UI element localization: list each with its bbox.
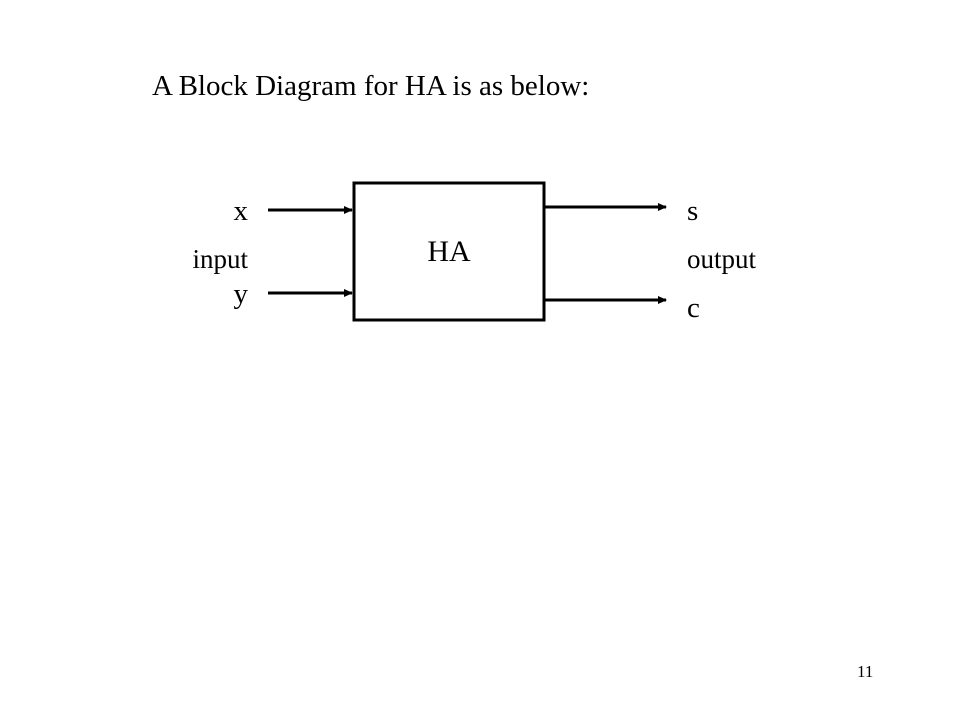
input-x-label: x	[234, 195, 249, 227]
page-number: 11	[857, 662, 874, 681]
ha-block-label: HA	[427, 235, 471, 268]
output-group-label: output	[687, 244, 757, 274]
output-s-label: s	[687, 195, 698, 227]
slide-title: A Block Diagram for HA is as below:	[152, 70, 590, 102]
input-group-label: input	[192, 244, 248, 274]
output-c-label: c	[687, 292, 700, 324]
ha-block	[352, 181, 546, 322]
input-y-label: y	[234, 278, 249, 310]
